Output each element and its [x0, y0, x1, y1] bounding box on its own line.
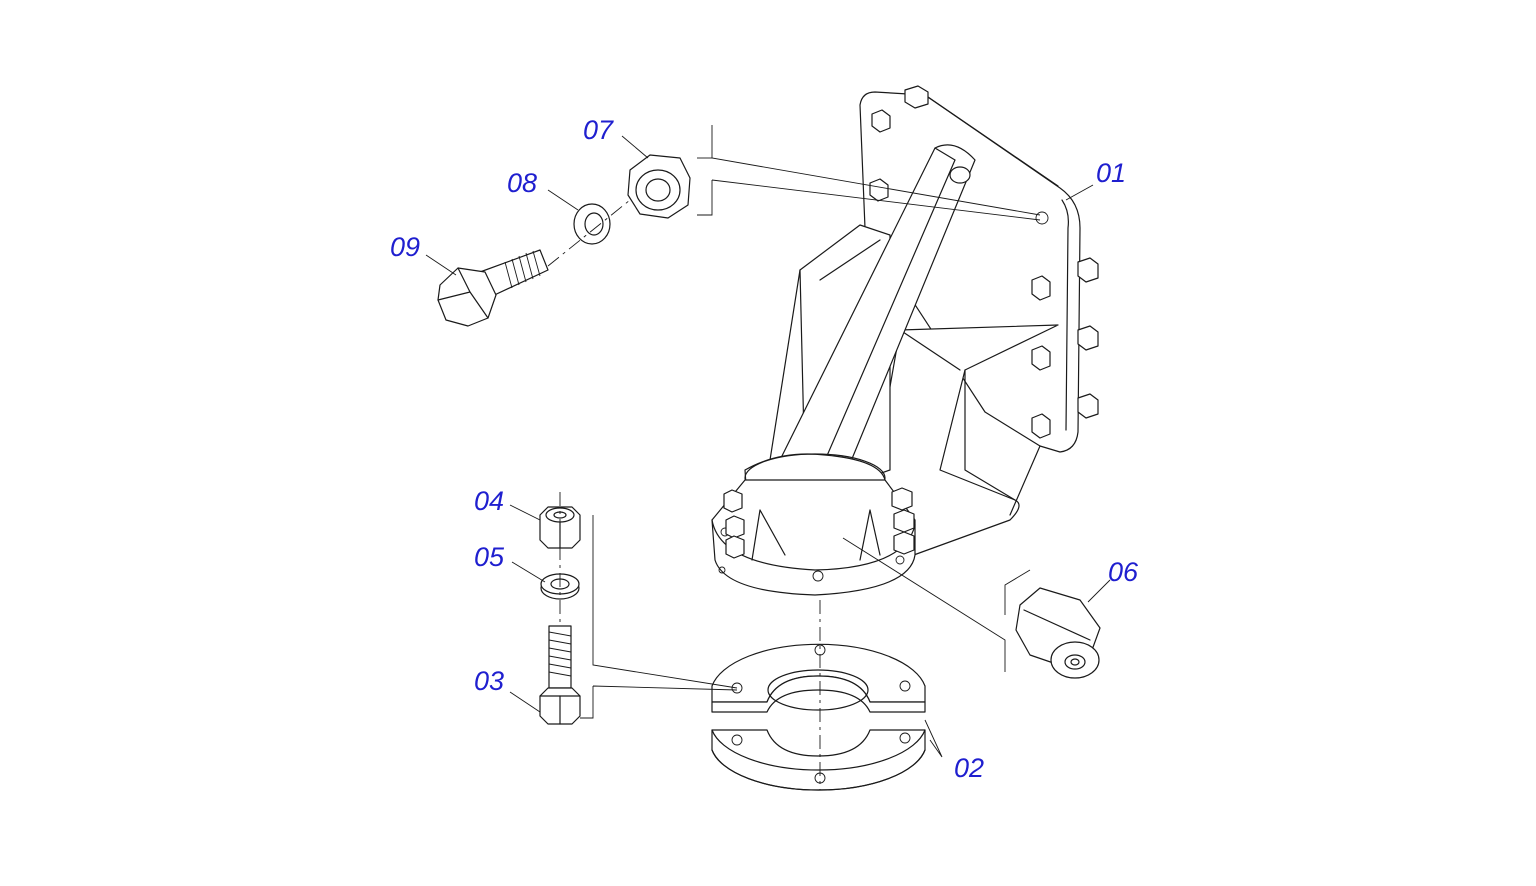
part-02-split-flange	[711, 643, 926, 791]
callout-labels: 01 02 03 04 05 06 07 08 09	[390, 115, 1139, 783]
leader-lines	[425, 135, 1111, 758]
part-09-bolt	[437, 249, 549, 327]
callout-06: 06	[1108, 557, 1139, 587]
part-08-washer	[573, 203, 611, 245]
callout-09: 09	[390, 232, 420, 262]
part-03-stud-bolt	[539, 625, 581, 725]
callout-04: 04	[474, 486, 504, 516]
part-01-bracket-assembly	[711, 85, 1099, 596]
part-07-nut	[627, 154, 691, 219]
callout-08: 08	[507, 168, 537, 198]
part-06-fitting	[1015, 587, 1101, 679]
callout-05: 05	[474, 542, 505, 572]
callout-07: 07	[583, 115, 614, 145]
callout-03: 03	[474, 666, 504, 696]
bolt-axis-line	[547, 199, 631, 267]
callout-02: 02	[954, 753, 984, 783]
phantom-lines	[580, 125, 1041, 719]
callout-01: 01	[1096, 158, 1126, 188]
